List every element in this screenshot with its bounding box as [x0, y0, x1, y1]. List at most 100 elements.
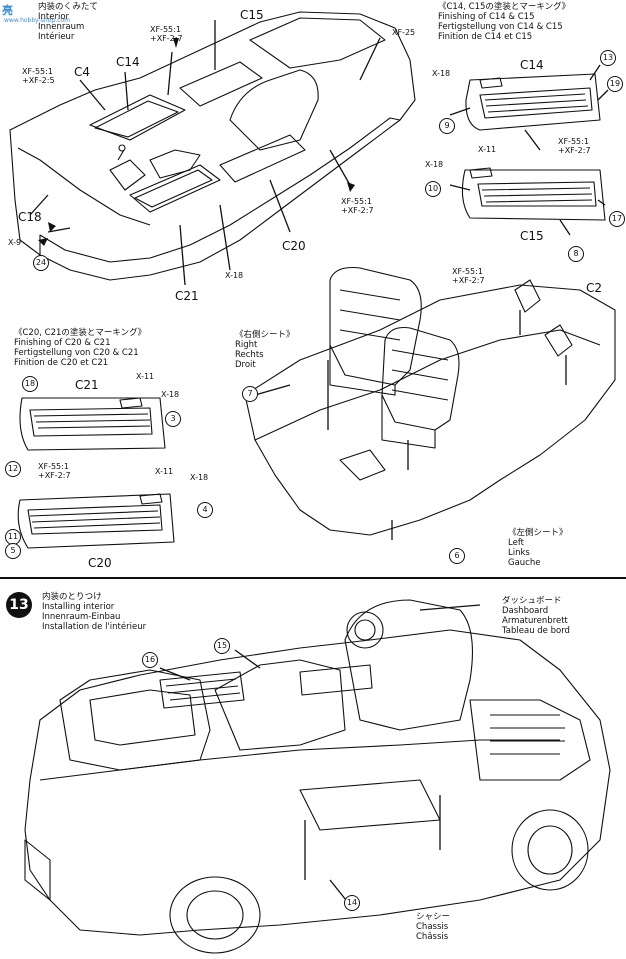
callout-7: 7 — [242, 386, 258, 402]
callout-4: 4 — [197, 502, 213, 518]
section-divider — [0, 577, 626, 579]
paint-x18-d: X-18 — [161, 390, 180, 399]
dashboard-label: ダッシュボード Dashboard Armaturenbrett Tableau… — [502, 596, 570, 636]
paint-mix-2: XF-55:1 +XF-2:5 — [22, 67, 55, 85]
callout-16: 16 — [142, 652, 158, 668]
paint-mix-4: XF-55:1 +XF-2:7 — [558, 137, 591, 155]
left-seat-jp: 《左側シート》 — [508, 528, 568, 538]
callout-18: 18 — [22, 376, 38, 392]
chassis-en: Chassis — [416, 922, 449, 932]
step-13-heading: 内装のとりつけ Installing interior Innenraum-Ei… — [42, 592, 146, 632]
c14-title-fr: Finition de C14 et C15 — [438, 32, 533, 42]
c14-title-de: Fertigstellung von C14 & C15 — [438, 22, 563, 32]
right-seat-jp: 《右側シート》 — [235, 330, 295, 340]
step-13-title-jp: 内装のとりつけ — [42, 592, 102, 602]
part-c21-detail: C21 — [75, 378, 99, 392]
part-c20-detail: C20 — [88, 556, 112, 570]
callout-14: 14 — [344, 895, 360, 911]
c20-title-fr: Finition de C20 et C21 — [14, 358, 109, 368]
right-seat-heading: 《右側シート》 Right Rechts Droit — [235, 330, 295, 370]
callout-5: 5 — [5, 543, 21, 559]
callout-19: 19 — [607, 76, 623, 92]
step-13-badge: 13 — [6, 592, 32, 618]
callout-11: 11 — [5, 529, 21, 545]
callout-3: 3 — [165, 411, 181, 427]
arrows-step13 — [159, 604, 481, 906]
part-c14: C14 — [116, 55, 140, 69]
callout-13: 13 — [600, 50, 616, 66]
callout-8: 8 — [568, 246, 584, 262]
part-c20: C20 — [282, 239, 306, 253]
chassis-fr: Châssis — [416, 932, 449, 942]
door-panel-c21 — [19, 397, 166, 451]
c14-title-en: Finishing of C14 & C15 — [438, 12, 535, 22]
interior-title-jp: 内装のくみたて — [38, 2, 98, 12]
callout-17: 17 — [609, 211, 625, 227]
watermark-url: www.hobby-shop.com — [4, 17, 70, 24]
paint-mix-6: XF-55:1 +XF-2:7 — [452, 267, 485, 285]
dashboard-fr: Tableau de bord — [502, 626, 570, 636]
part-c2: C2 — [586, 281, 603, 295]
step-13-title-de: Innenraum-Einbau — [42, 612, 121, 622]
chassis-jp: シャシー — [416, 912, 451, 922]
part-c15-detail: C15 — [520, 229, 544, 243]
interior-title-fr: Intérieur — [38, 32, 75, 42]
c20-title-en: Finishing of C20 & C21 — [14, 338, 111, 348]
c14-heading: 《C14, C15の塗装とマーキング》 Finishing of C14 & C… — [438, 2, 570, 42]
watermark-logo: 亮 — [2, 4, 13, 17]
callout-24: 24 — [33, 255, 49, 271]
paint-x9: X-9 — [8, 238, 22, 247]
step-13-title-en: Installing interior — [42, 602, 115, 612]
paint-xf25: XF-25 — [392, 28, 416, 37]
door-panel-c15 — [461, 167, 606, 221]
c20-title-de: Fertigstellung von C20 & C21 — [14, 348, 139, 358]
paint-mix-5: XF-55:1 +XF-2:7 — [38, 462, 71, 480]
paint-x18-e: X-18 — [190, 473, 209, 482]
paint-x11-c: X-11 — [155, 467, 174, 476]
interior-tub-drawing — [9, 11, 416, 281]
car-assembly — [24, 599, 611, 954]
c20-heading: 《C20, C21の塗装とマーキング》 Finishing of C20 & C… — [14, 328, 146, 368]
arrows-c14 — [449, 64, 609, 236]
floor-and-seats — [244, 266, 616, 536]
c14-title-jp: 《C14, C15の塗装とマーキング》 — [438, 2, 571, 12]
part-c21: C21 — [175, 289, 199, 303]
paint-x11-a: X-11 — [478, 145, 497, 154]
right-seat-en: Right — [235, 340, 258, 350]
part-c4: C4 — [74, 65, 91, 79]
arrowheads-top — [38, 38, 355, 246]
door-panel-c14 — [465, 73, 601, 131]
part-c15: C15 — [240, 8, 264, 22]
interior-title-de: Innenraum — [38, 22, 85, 32]
paint-x11-b: X-11 — [136, 372, 155, 381]
interior-title-en: Interior — [38, 12, 70, 22]
part-c14-detail: C14 — [520, 58, 544, 72]
right-seat-de: Rechts — [235, 350, 264, 360]
paint-x18-c: X-18 — [425, 160, 444, 169]
interior-heading: 内装のくみたて Interior Innenraum Intérieur — [38, 2, 98, 42]
door-panel-c20 — [17, 493, 175, 549]
paint-mix-3: XF-55:1 +XF-2:7 — [341, 197, 374, 215]
dashboard-jp: ダッシュボード — [502, 596, 562, 606]
arrows-seats — [254, 310, 567, 540]
paint-x18-a: X-18 — [225, 271, 244, 280]
callout-12: 12 — [5, 461, 21, 477]
right-seat-fr: Droit — [235, 360, 256, 370]
left-seat-en: Left — [508, 538, 524, 548]
paint-x18-b: X-18 — [432, 69, 451, 78]
part-c18: C18 — [18, 210, 42, 224]
callout-10: 10 — [425, 181, 441, 197]
dashboard-de: Armaturenbrett — [502, 616, 568, 626]
chassis-label: シャシー Chassis Châssis — [416, 912, 450, 942]
callout-9: 9 — [439, 118, 455, 134]
left-seat-heading: 《左側シート》 Left Links Gauche — [508, 528, 568, 568]
callout-6: 6 — [449, 548, 465, 564]
arrows-top — [29, 20, 381, 286]
dashboard-en: Dashboard — [502, 606, 549, 616]
left-seat-de: Links — [508, 548, 530, 558]
callout-15: 15 — [214, 638, 230, 654]
step-13-title-fr: Installation de l'intérieur — [42, 622, 147, 632]
left-seat-fr: Gauche — [508, 558, 541, 568]
